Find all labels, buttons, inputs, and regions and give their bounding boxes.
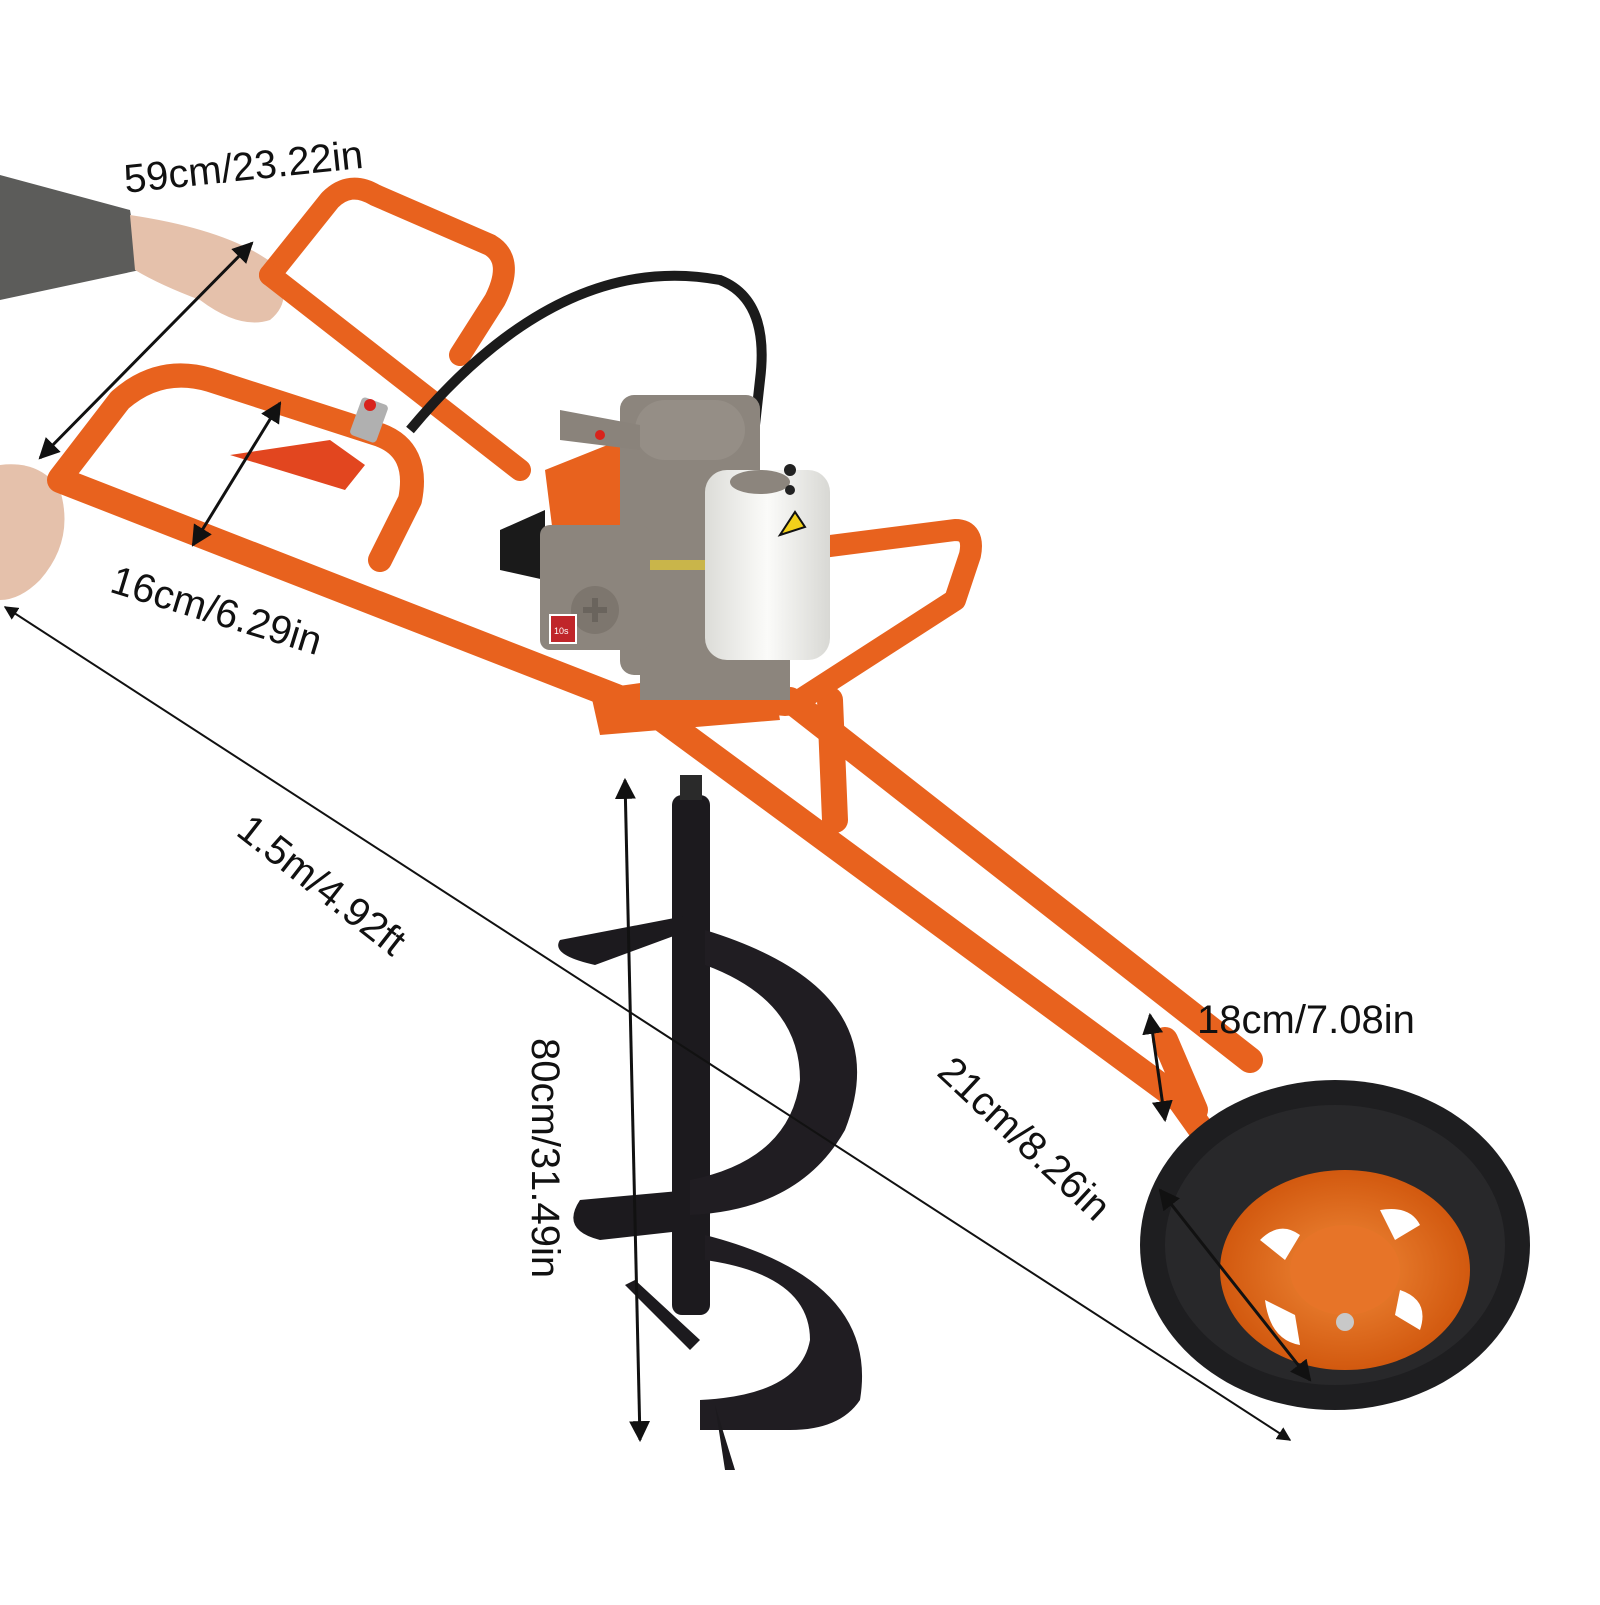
wheel-radius-arrow	[1158, 1188, 1312, 1382]
auger-bit	[558, 775, 863, 1470]
frame-gap-arrow	[1142, 1012, 1173, 1123]
handle-width-arrow	[38, 241, 254, 460]
warning-triangle-icon	[777, 510, 807, 537]
upper-handle	[259, 177, 531, 481]
fuel-tank	[705, 464, 830, 660]
frame-gap-label: 18cm/7.08in	[1197, 998, 1415, 1042]
svg-text:10s: 10s	[554, 626, 569, 636]
auger-length-arrow	[614, 777, 651, 1443]
dimension-lines	[3, 241, 1312, 1443]
throttle-lever	[230, 440, 365, 490]
lower-hand	[0, 464, 65, 600]
kill-switch	[350, 397, 388, 443]
wheel	[1140, 1080, 1530, 1410]
handle-depth-arrow	[191, 401, 282, 547]
upper-arm-sleeve	[0, 175, 140, 300]
throttle-cable	[406, 270, 767, 471]
upper-hand	[130, 215, 284, 323]
auger-length-label: 80cm/31.49in	[523, 1038, 567, 1279]
